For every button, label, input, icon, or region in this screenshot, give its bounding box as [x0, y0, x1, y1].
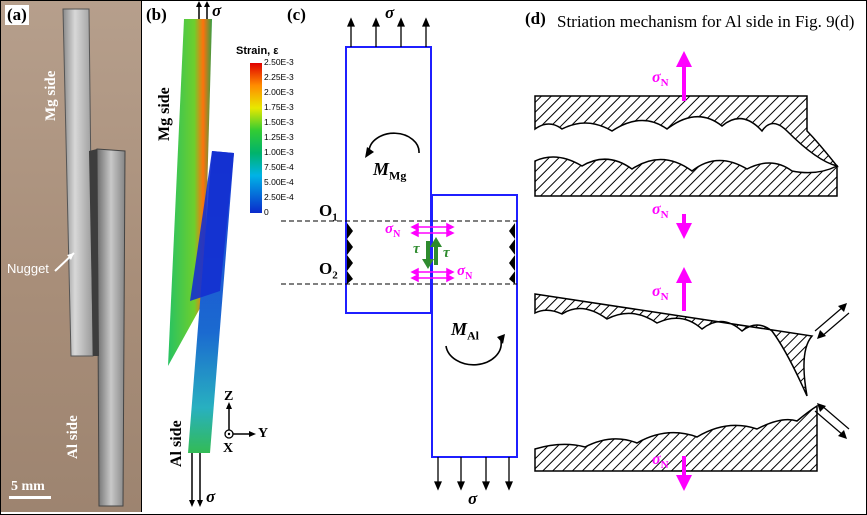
sigma-top-c: σ	[385, 3, 395, 22]
panel-b-label: (b)	[146, 5, 167, 24]
panel-a-label: (a)	[5, 5, 29, 25]
al-side-label: Al side	[65, 415, 81, 459]
sigma-n-d2: σN	[652, 201, 669, 222]
al-block	[431, 194, 518, 458]
legend-value: 0	[264, 207, 269, 217]
bending-schematic	[281, 17, 518, 491]
mg-side-label: Mg side	[43, 70, 59, 121]
legend-value: 1.50E-3	[264, 117, 294, 127]
sigma-n-d4: σN	[652, 451, 669, 472]
sigma-n-d3: σN	[652, 283, 669, 304]
legend-value: 2.25E-3	[264, 72, 294, 82]
panel-b-strain: (b) σ σ Mg side Al side Strain, ε 2.50E-…	[141, 1, 294, 512]
mg-side-b: Mg side	[156, 87, 173, 141]
legend-title: Strain, ε	[236, 45, 279, 57]
al-strip	[96, 148, 126, 507]
specimen-drawing	[9, 8, 126, 507]
moment-al: MAl	[451, 319, 480, 343]
striation-drawing	[534, 51, 850, 491]
strain-legend-bar	[250, 63, 262, 213]
panel-d-striation: (d) Striation mechanism for Al side in F…	[517, 1, 864, 512]
legend-value: 2.00E-3	[264, 87, 294, 97]
sigma-n-lower: σN	[457, 263, 473, 282]
legend-value: 1.00E-3	[264, 147, 294, 157]
sigma-bottom-c: σ	[468, 489, 478, 508]
legend-value: 7.50E-4	[264, 162, 294, 172]
al-side-b: Al side	[168, 420, 185, 467]
lower-bottom-half	[534, 404, 818, 472]
axis-z-label: Z	[224, 389, 234, 404]
axis-y-label: Y	[258, 426, 269, 441]
panel-a-photo: (a) Mg side Nugget Al side 5 mm	[1, 1, 141, 512]
panel-d-title: Striation mechanism for Al side in Fig. …	[557, 12, 855, 31]
o2-label: O2	[319, 259, 338, 282]
legend-value: 2.50E-4	[264, 192, 294, 202]
sigma-top-b: σ	[212, 1, 222, 20]
panel-c-label: (c)	[287, 5, 306, 24]
upper-top-half	[534, 95, 839, 168]
mg-strip	[62, 8, 94, 357]
nugget-label: Nugget	[7, 261, 49, 276]
strain-model	[168, 1, 262, 507]
o1-label: O1	[319, 201, 338, 224]
sigma-n-upper: σN	[385, 221, 401, 240]
legend-value: 2.50E-3	[264, 57, 294, 67]
legend-value: 1.25E-3	[264, 132, 294, 142]
tau-left: τ	[413, 241, 420, 257]
al-sheet-upper	[190, 151, 234, 301]
overlap-shadow	[89, 149, 99, 356]
mg-block	[345, 46, 432, 314]
tau-right: τ	[443, 245, 450, 261]
panel-c-schematic: (c) σ σ MMg MAl O1 O2 σN σN τ τ	[281, 1, 518, 512]
moment-mg: MMg	[373, 159, 407, 183]
scale-bar	[9, 496, 51, 499]
sigma-n-d1: σN	[652, 69, 669, 90]
legend-value: 1.75E-3	[264, 102, 294, 112]
upper-bottom-half	[534, 156, 838, 197]
axis-x-label: X	[223, 441, 234, 456]
scale-label: 5 mm	[11, 479, 45, 494]
lower-top-half	[534, 293, 814, 397]
legend-value: 5.00E-4	[264, 177, 294, 187]
sigma-bottom-b: σ	[206, 487, 216, 506]
panel-d-label: (d)	[525, 9, 546, 28]
